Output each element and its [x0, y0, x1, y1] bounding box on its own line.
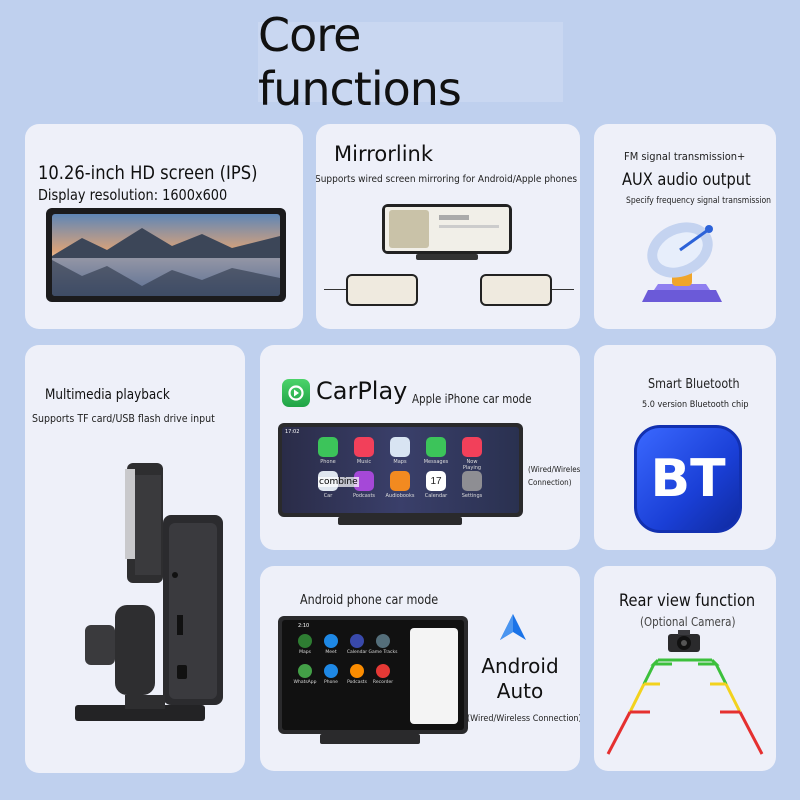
- hd-screen-subtitle: Display resolution: 1600x600: [38, 186, 228, 204]
- satellite-dish-icon: [642, 222, 722, 302]
- card-multimedia: Multimedia playback Supports TF card/USB…: [25, 345, 245, 773]
- android-logo-line2: Auto: [496, 679, 544, 703]
- hd-screen-device: [46, 208, 286, 302]
- android-screen-device: 2:10 Maps Meet Calendar Game Tracks What…: [278, 616, 468, 734]
- android-connection: (Wired/Wireless Connection): [467, 714, 580, 724]
- app-label: Phone: [320, 459, 336, 465]
- card-mirrorlink: Mirrorlink Supports wired screen mirrori…: [316, 124, 580, 329]
- fm-line2: AUX audio output: [622, 170, 751, 190]
- maps-app-icon[interactable]: [298, 634, 312, 648]
- calendar-app-icon[interactable]: [350, 634, 364, 648]
- phone-app-icon[interactable]: [318, 437, 338, 457]
- podcasts-app-icon[interactable]: [350, 664, 364, 678]
- multimedia-title: Multimedia playback: [45, 387, 170, 403]
- music-app-icon[interactable]: [354, 437, 374, 457]
- settings-app-icon[interactable]: [462, 471, 482, 491]
- bluetooth-title: Smart Bluetooth: [648, 377, 740, 392]
- title-band: Core functions: [258, 8, 563, 116]
- whatsapp-app-icon[interactable]: [298, 664, 312, 678]
- gametracks-app-icon[interactable]: [376, 634, 390, 648]
- cable-left: [324, 289, 346, 290]
- carplay-connection: (Wired/Wireless Connection): [528, 465, 580, 487]
- app-label: Podcasts: [347, 680, 367, 685]
- app-label: Meet: [325, 650, 337, 655]
- app-label: Phone: [324, 680, 338, 685]
- assistant-panel: [410, 628, 458, 724]
- card-hd-screen: 10.26-inch HD screen (IPS) Display resol…: [25, 124, 303, 329]
- device-side-view: [75, 463, 223, 721]
- hd-screen-title: 10.26-inch HD screen (IPS): [38, 162, 258, 184]
- camera-icon: [668, 630, 700, 652]
- android-mode: Android phone car mode: [300, 593, 439, 608]
- android-stand: [320, 734, 420, 744]
- app-label: Messages: [423, 459, 449, 465]
- mirrorlink-subtitle: Supports wired screen mirroring for Andr…: [316, 174, 578, 185]
- mirrorlink-title: Mirrorlink: [334, 142, 434, 166]
- mirror-stand: [416, 254, 478, 260]
- card-rear-view: Rear view function (Optional Camera): [594, 566, 776, 771]
- calendar-app-icon[interactable]: 17: [426, 471, 446, 491]
- card-carplay: CarPlay Apple iPhone car mode 17:02 Phon…: [260, 345, 580, 550]
- card-fm: FM signal transmission+ AUX audio output…: [594, 124, 776, 329]
- carplay-screen-device: 17:02 Phone Music Maps Messages Now Play…: [278, 423, 523, 517]
- card-android: Android phone car mode 2:10 Maps Meet Ca…: [260, 566, 580, 771]
- app-label: Calendar: [346, 650, 368, 655]
- meet-app-icon[interactable]: [324, 634, 338, 648]
- app-label: Car: [323, 493, 333, 499]
- landscape-image: [52, 214, 280, 296]
- carplay-overlay-text: combine: [318, 477, 359, 487]
- app-label: Music: [356, 459, 372, 465]
- rear-view-subtitle: (Optional Camera): [640, 615, 736, 629]
- phone-right: [480, 274, 552, 306]
- carplay-screen-time: 17:02: [285, 429, 300, 435]
- app-label: Now Playing: [462, 459, 482, 471]
- android-logo-line1: Android: [481, 654, 559, 678]
- app-label: Podcasts: [352, 493, 376, 499]
- mirror-screen-device: [382, 204, 512, 254]
- android-screen-time: 2:10: [298, 623, 310, 629]
- page-title: Core functions: [258, 8, 462, 116]
- bluetooth-subtitle: 5.0 version Bluetooth chip: [642, 400, 749, 410]
- fm-line1: FM signal transmission+: [624, 150, 746, 163]
- carplay-logo-text: CarPlay: [316, 377, 408, 405]
- messages-app-icon[interactable]: [426, 437, 446, 457]
- app-label: WhatsApp: [293, 680, 317, 685]
- app-label: Audiobooks: [385, 493, 415, 499]
- podcasts-app-icon[interactable]: [354, 471, 374, 491]
- phone-app-icon[interactable]: [324, 664, 338, 678]
- android-auto-icon: [500, 614, 526, 640]
- card-bluetooth: Smart Bluetooth 5.0 version Bluetooth ch…: [594, 345, 776, 550]
- multimedia-subtitle: Supports TF card/USB flash drive input: [32, 412, 215, 425]
- app-label: Maps: [393, 459, 407, 465]
- rear-view-title: Rear view function: [619, 591, 756, 611]
- maps-app-icon[interactable]: [390, 437, 410, 457]
- recorder-app-icon[interactable]: [376, 664, 390, 678]
- app-label: Calendar: [424, 493, 448, 499]
- now-playing-app-icon[interactable]: [462, 437, 482, 457]
- cable-right: [552, 289, 574, 290]
- app-label: Maps: [299, 650, 311, 655]
- parking-guide-lines: [606, 658, 764, 755]
- app-label: Game Tracks: [368, 650, 398, 655]
- phone-left: [346, 274, 418, 306]
- fm-line3: Specify frequency signal transmission: [626, 196, 772, 206]
- carplay-mode: Apple iPhone car mode: [412, 392, 532, 406]
- audiobooks-app-icon[interactable]: [390, 471, 410, 491]
- carplay-icon: [282, 379, 310, 407]
- bt-badge-text: BT: [650, 449, 726, 509]
- bt-badge-icon: BT: [634, 425, 742, 533]
- carplay-stand: [338, 517, 462, 525]
- app-label: Recorder: [372, 680, 394, 685]
- app-label: Settings: [461, 493, 483, 499]
